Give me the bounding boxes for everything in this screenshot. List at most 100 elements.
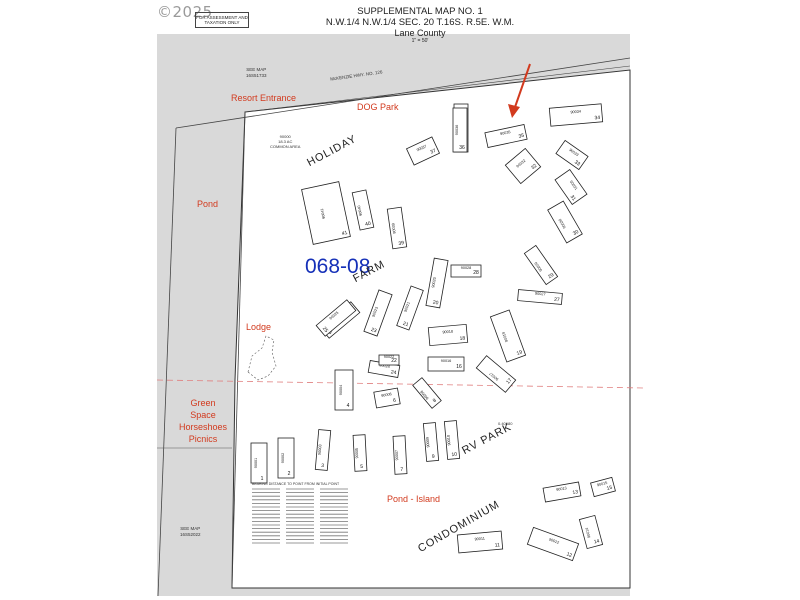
see-map-top[interactable]: SEE MAP 16S51733 xyxy=(246,67,267,78)
lot-number: 14 xyxy=(593,538,600,545)
lot-number: 12 xyxy=(566,551,573,559)
lot-number: 17 xyxy=(505,377,513,385)
lot-number: 39 xyxy=(398,240,405,247)
west-boundary xyxy=(157,127,177,597)
resort-entrance-label: Resort Entrance xyxy=(231,93,297,103)
lot-id: 90004 xyxy=(339,385,343,396)
pond-island-label: Pond - Island xyxy=(387,494,441,504)
lot-number: 34 xyxy=(594,115,600,121)
section-line xyxy=(156,379,646,389)
see-map-bottom-line1: SEE MAP xyxy=(180,526,201,531)
lot-outline xyxy=(405,136,441,166)
lot-number: 33 xyxy=(573,159,581,167)
map-title: SUPPLEMENTAL MAP NO. 1 xyxy=(357,6,483,17)
lot-outline xyxy=(452,107,468,153)
lot-outline xyxy=(547,200,583,244)
lot-outline xyxy=(578,514,604,550)
lot-id: 90030 xyxy=(558,218,567,229)
lot-id: 90010 xyxy=(447,435,452,446)
lot-outline xyxy=(301,181,351,245)
lot-number: 13 xyxy=(572,489,579,496)
pond-label: Pond xyxy=(197,199,219,209)
lot-id: 90034 xyxy=(570,110,581,115)
lot-number: 7 xyxy=(400,467,403,473)
lot-number: 29 xyxy=(547,272,555,280)
lot-outline xyxy=(590,476,616,498)
lot-number: 41 xyxy=(341,230,348,237)
lot-outline xyxy=(277,437,295,479)
lot-outline xyxy=(396,285,424,331)
lot-id: 90025 xyxy=(329,311,340,321)
lot-id: 90031 xyxy=(569,180,578,191)
lot-outline xyxy=(523,244,559,286)
lot-outline xyxy=(484,124,528,148)
lot-id: 90040 xyxy=(357,205,363,216)
lot-id: 90008 xyxy=(420,390,430,401)
lot-id: 90041 xyxy=(320,208,326,219)
lot-id: 90022 xyxy=(384,355,395,359)
lot-number: 9 xyxy=(432,454,436,460)
lot-outline xyxy=(517,289,563,305)
lot-id: 90015 xyxy=(597,481,608,488)
lot-id: 90027 xyxy=(535,292,546,297)
lot-number: 8 xyxy=(432,397,438,404)
lot-outline xyxy=(555,139,589,171)
green-space-label: Green Space Horseshoes Picnics xyxy=(178,397,228,445)
lot-number: 37 xyxy=(429,148,437,156)
map-id: 068-08 xyxy=(305,255,371,278)
lot-number: 24 xyxy=(390,369,397,376)
lot-id: 90035 xyxy=(500,130,511,136)
coordinate-table xyxy=(252,488,348,544)
lot-16[interactable]: 90016 16 xyxy=(427,356,465,372)
lot-number: 36 xyxy=(459,145,465,151)
see-map-bottom[interactable]: SEE MAP 16S52022 xyxy=(180,526,201,537)
lot-number: 20 xyxy=(432,300,439,307)
tax-lot-label: 0.40680 xyxy=(498,421,513,426)
arrowhead-icon xyxy=(508,104,520,118)
lot-34[interactable]: 90034 34 xyxy=(548,103,604,127)
lot-outline xyxy=(548,103,604,127)
lot-number: 16 xyxy=(456,364,462,370)
lot-outline xyxy=(425,257,449,309)
lot-41[interactable]: 90041 41 xyxy=(301,181,351,245)
lot-id: 90037 xyxy=(416,144,427,152)
lot-id: 90016 xyxy=(441,359,452,363)
see-map-top-line2: 16S51733 xyxy=(246,72,267,78)
highway-line-inner xyxy=(244,65,631,113)
